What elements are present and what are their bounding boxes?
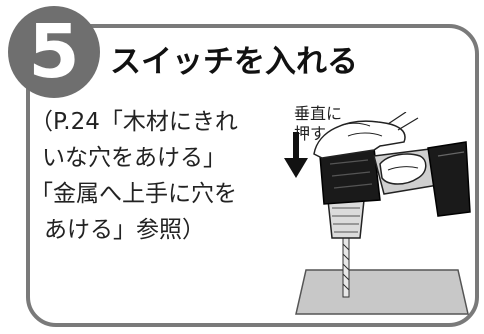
- reference-note: （P.24「木材にきれ いな穴をあける」 「金属へ上手に穴を あける」参照）: [30, 104, 238, 248]
- reference-line-1: （P.24「木材にきれ: [30, 109, 238, 135]
- reference-line-4: あける」参照）: [44, 217, 205, 243]
- step-number: 5: [28, 9, 80, 95]
- push-label-line-2: 押す: [294, 124, 327, 143]
- arrow-down-icon: [284, 132, 308, 178]
- drill-battery: [427, 141, 471, 217]
- grip-hand: [379, 153, 427, 185]
- workpiece-board: [295, 269, 469, 315]
- reference-line-3: 「金属へ上手に穴を: [30, 181, 237, 207]
- push-vertically-label: 垂直に 押す: [294, 104, 342, 144]
- hand: [313, 120, 406, 159]
- reference-line-2: いな穴をあける」: [42, 145, 226, 171]
- drill-illustration: [295, 112, 471, 315]
- step-title: スイッチを入れる: [110, 44, 358, 80]
- step-number-badge: 5: [8, 6, 100, 98]
- push-label-line-1: 垂直に: [294, 104, 343, 123]
